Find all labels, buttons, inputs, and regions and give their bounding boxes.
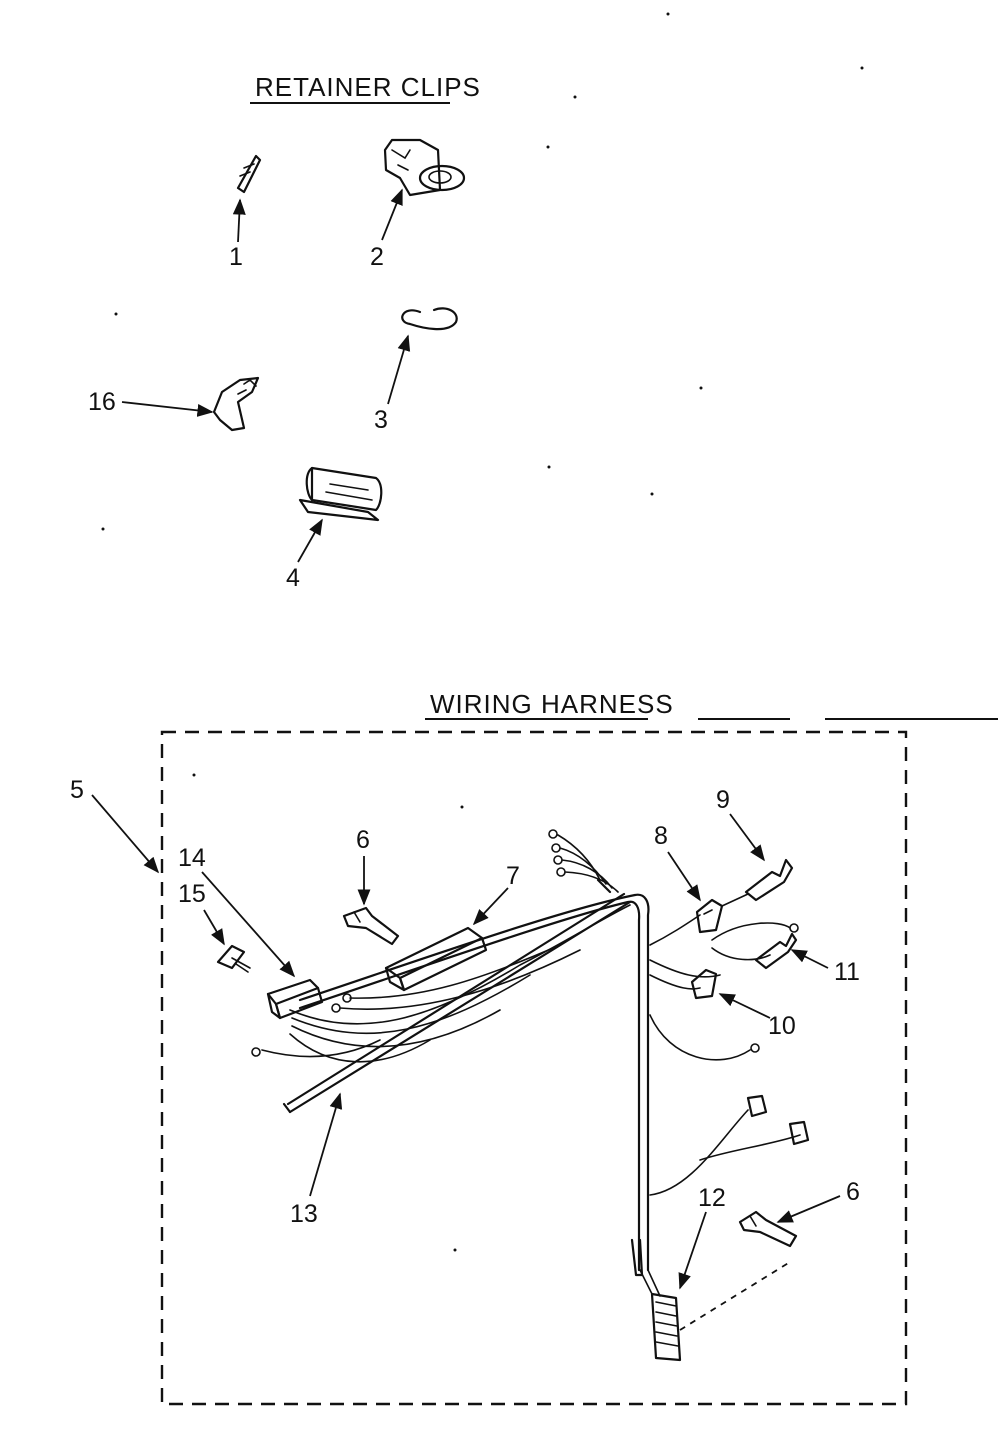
callout-13: 13 [290, 1092, 343, 1228]
part-11-terminal [754, 932, 798, 970]
svg-text:7: 7 [506, 862, 520, 890]
part-16-clip [212, 376, 260, 432]
svg-text:15: 15 [178, 880, 206, 908]
callout-2: 2 [370, 188, 403, 271]
svg-text:16: 16 [88, 388, 116, 416]
part-9-terminal [721, 858, 794, 907]
part-7-connector-block [384, 926, 488, 992]
scan-specks [101, 12, 864, 1252]
callout-16: 16 [88, 388, 214, 417]
retainer-clips-title: RETAINER CLIPS [255, 72, 481, 102]
callout-10: 10 [718, 993, 796, 1040]
callout-12: 12 [678, 1184, 726, 1290]
retainer-clips-heading: RETAINER CLIPS [250, 72, 481, 104]
svg-text:6: 6 [846, 1178, 860, 1206]
svg-text:14: 14 [178, 844, 206, 872]
svg-text:5: 5 [70, 776, 84, 804]
svg-text:8: 8 [654, 822, 668, 850]
part-12-terminal-block [639, 1261, 791, 1362]
svg-text:6: 6 [356, 826, 370, 854]
part-8-connector [695, 898, 724, 934]
callout-11: 11 [790, 949, 860, 986]
wiring-harness-title: WIRING HARNESS [430, 689, 674, 719]
svg-text:10: 10 [768, 1012, 796, 1040]
part-15-terminal [216, 944, 251, 973]
part-14-connector [266, 978, 324, 1020]
callout-3: 3 [374, 334, 411, 434]
callout-8: 8 [654, 822, 701, 902]
part-6-terminal-upper [342, 906, 400, 946]
callout-1: 1 [229, 198, 246, 271]
svg-text:4: 4 [286, 564, 300, 592]
callout-15: 15 [178, 880, 225, 946]
svg-text:12: 12 [698, 1184, 726, 1212]
svg-text:1: 1 [229, 243, 243, 271]
harness-boundary [160, 730, 908, 1406]
callout-7: 7 [472, 862, 520, 926]
callout-9: 9 [716, 786, 765, 862]
part-3-clip [401, 307, 458, 331]
harness-wires [251, 829, 801, 1277]
wiring-harness-heading: WIRING HARNESS [425, 689, 998, 720]
svg-text:11: 11 [834, 958, 860, 986]
part-4-sleeve [298, 466, 383, 522]
part-1-clip [236, 154, 262, 194]
callout-6-upper: 6 [356, 826, 371, 906]
svg-text:9: 9 [716, 786, 730, 814]
callout-14: 14 [178, 844, 296, 978]
svg-text:13: 13 [290, 1200, 318, 1228]
callout-4: 4 [286, 518, 323, 592]
plug-connectors [746, 1094, 810, 1146]
part-10-connector [690, 968, 718, 1000]
part-2-clip [383, 138, 466, 197]
svg-text:3: 3 [374, 406, 388, 434]
callout-6-lower: 6 [776, 1178, 860, 1223]
part-6-terminal-lower [738, 1210, 798, 1248]
callout-5: 5 [70, 776, 160, 874]
svg-text:2: 2 [370, 243, 384, 271]
